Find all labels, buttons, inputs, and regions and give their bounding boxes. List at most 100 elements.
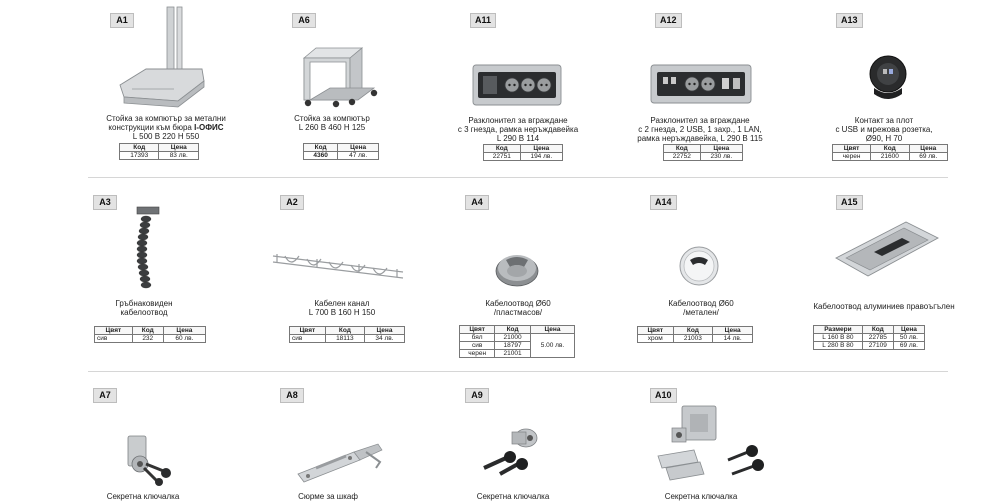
column-header: Цена	[337, 143, 379, 152]
row-divider-1	[88, 177, 948, 178]
column-header: Код	[861, 325, 894, 334]
product-description: Стойка за компютър L 260 B 460 H 125	[262, 114, 402, 132]
column-header: Цена	[529, 325, 576, 334]
column-header: Цена	[519, 144, 564, 153]
description-line: Кабелен канал	[314, 299, 370, 308]
description-line: L 290 B 114	[496, 134, 540, 143]
power-strip-usb-lan-image	[650, 64, 752, 104]
product-code-tag: A12	[655, 13, 682, 28]
description-line: Ø90, H 70	[865, 134, 903, 143]
product-description: Секретна ключалка	[458, 492, 568, 501]
row-divider-2	[88, 371, 948, 372]
description-line: кабелоотвод	[120, 308, 168, 317]
description-line: конструкции към бюра	[108, 123, 192, 132]
column-header: Цена	[908, 144, 948, 153]
product-code-tag: A8	[280, 388, 304, 403]
product-code-tag: A2	[280, 195, 304, 210]
cabinet-bolt-image	[297, 443, 383, 483]
column-header: Код	[302, 143, 339, 152]
product-description: Кабелоотвод Ø60 /метален/	[646, 299, 756, 317]
desk-socket-image	[869, 55, 907, 99]
plastic-grommet-image	[495, 255, 539, 287]
aluminium-cable-box-image	[835, 221, 939, 277]
column-header: Цена	[699, 144, 744, 153]
column-header: Цвят	[831, 144, 872, 153]
column-header: Цена	[158, 143, 199, 152]
product-code-tag: A14	[650, 195, 677, 210]
column-header: Размери	[813, 325, 863, 334]
column-header: Цвят	[458, 325, 496, 334]
column-header: Код	[494, 325, 531, 334]
description-line: Кабелоотвод Ø60	[485, 299, 551, 308]
product-description: Кабелоотвод алуминиев правоъгълен	[806, 302, 962, 311]
description-line: L 700 B 160 H 150	[308, 308, 376, 317]
column-header: Код	[672, 326, 714, 335]
description-line: /метален/	[683, 308, 719, 317]
column-header: Цена	[712, 326, 753, 335]
column-header: Код	[118, 143, 160, 152]
description-line: Гръбнаковиден	[115, 299, 173, 308]
column-header: Цена	[892, 325, 926, 334]
product-description: Кабелен канал L 700 B 160 H 150	[276, 299, 408, 317]
product-code-tag: A9	[465, 388, 489, 403]
description-line: рамка неръждавейка, L 290 B 115	[637, 134, 763, 143]
column-header: Цена	[162, 326, 207, 335]
product-code-tag: A3	[93, 195, 117, 210]
computer-stand-image	[119, 6, 205, 108]
description-line: Разклонител за вграждане	[650, 116, 750, 125]
column-header: Код	[324, 326, 365, 335]
product-description: Кабелоотвод Ø60 /пластмасов/	[456, 299, 580, 317]
description-line: Секретна ключалка	[476, 492, 550, 501]
description-line: Кабелоотвод Ø60	[668, 299, 734, 308]
column-header: Код	[870, 144, 910, 153]
description-line: Секретна ключалка	[106, 492, 180, 501]
product-description: Разклонител за вграждане с 2 гнезда, 2 U…	[616, 116, 784, 143]
shared-price: 5.00 лв.	[529, 333, 576, 358]
product-description: Стойка за компютър за метални конструкци…	[74, 114, 258, 141]
column-header: Цвят	[94, 326, 133, 335]
description-line: Стойка за компютър за метални	[106, 114, 226, 123]
description-line: L 260 B 460 H 125	[298, 123, 366, 132]
description-line: Контакт за плот	[854, 116, 914, 125]
description-line: Стойка за компютър	[294, 114, 370, 123]
power-strip-image	[472, 64, 562, 106]
description-line: Секретна ключалка	[664, 492, 738, 501]
column-header: Цена	[363, 326, 406, 335]
cable-tray-image	[272, 254, 404, 279]
description-line: L 500 B 220 H 550	[132, 132, 200, 141]
column-header: Код	[663, 144, 701, 153]
description-line: Кабелоотвод алуминиев правоъгълен	[813, 302, 955, 311]
product-description: Контакт за плот с USB и мрежова розетка,…	[806, 116, 962, 143]
product-code-tag: A15	[836, 195, 863, 210]
product-description: Сюрме за шкаф	[270, 492, 386, 501]
product-description: Секретна ключалка	[88, 492, 198, 501]
description-line: Разклонител за вграждане	[468, 116, 568, 125]
lock-with-keys-image	[483, 428, 538, 476]
square-lock-set-image	[657, 405, 764, 481]
description-line: с 2 гнезда, 2 USB, 1 захр., 1 LAN,	[638, 125, 762, 134]
description-line: с USB и мрежова розетка,	[835, 125, 933, 134]
product-code-tag: A10	[650, 388, 677, 403]
column-header: Код	[483, 144, 521, 153]
product-code-tag: A1	[110, 13, 134, 28]
product-description: Гръбнаковиден кабелоотвод	[92, 299, 196, 317]
description-line: /пластмасов/	[493, 308, 543, 317]
spine-cable-organizer-image	[136, 206, 160, 289]
